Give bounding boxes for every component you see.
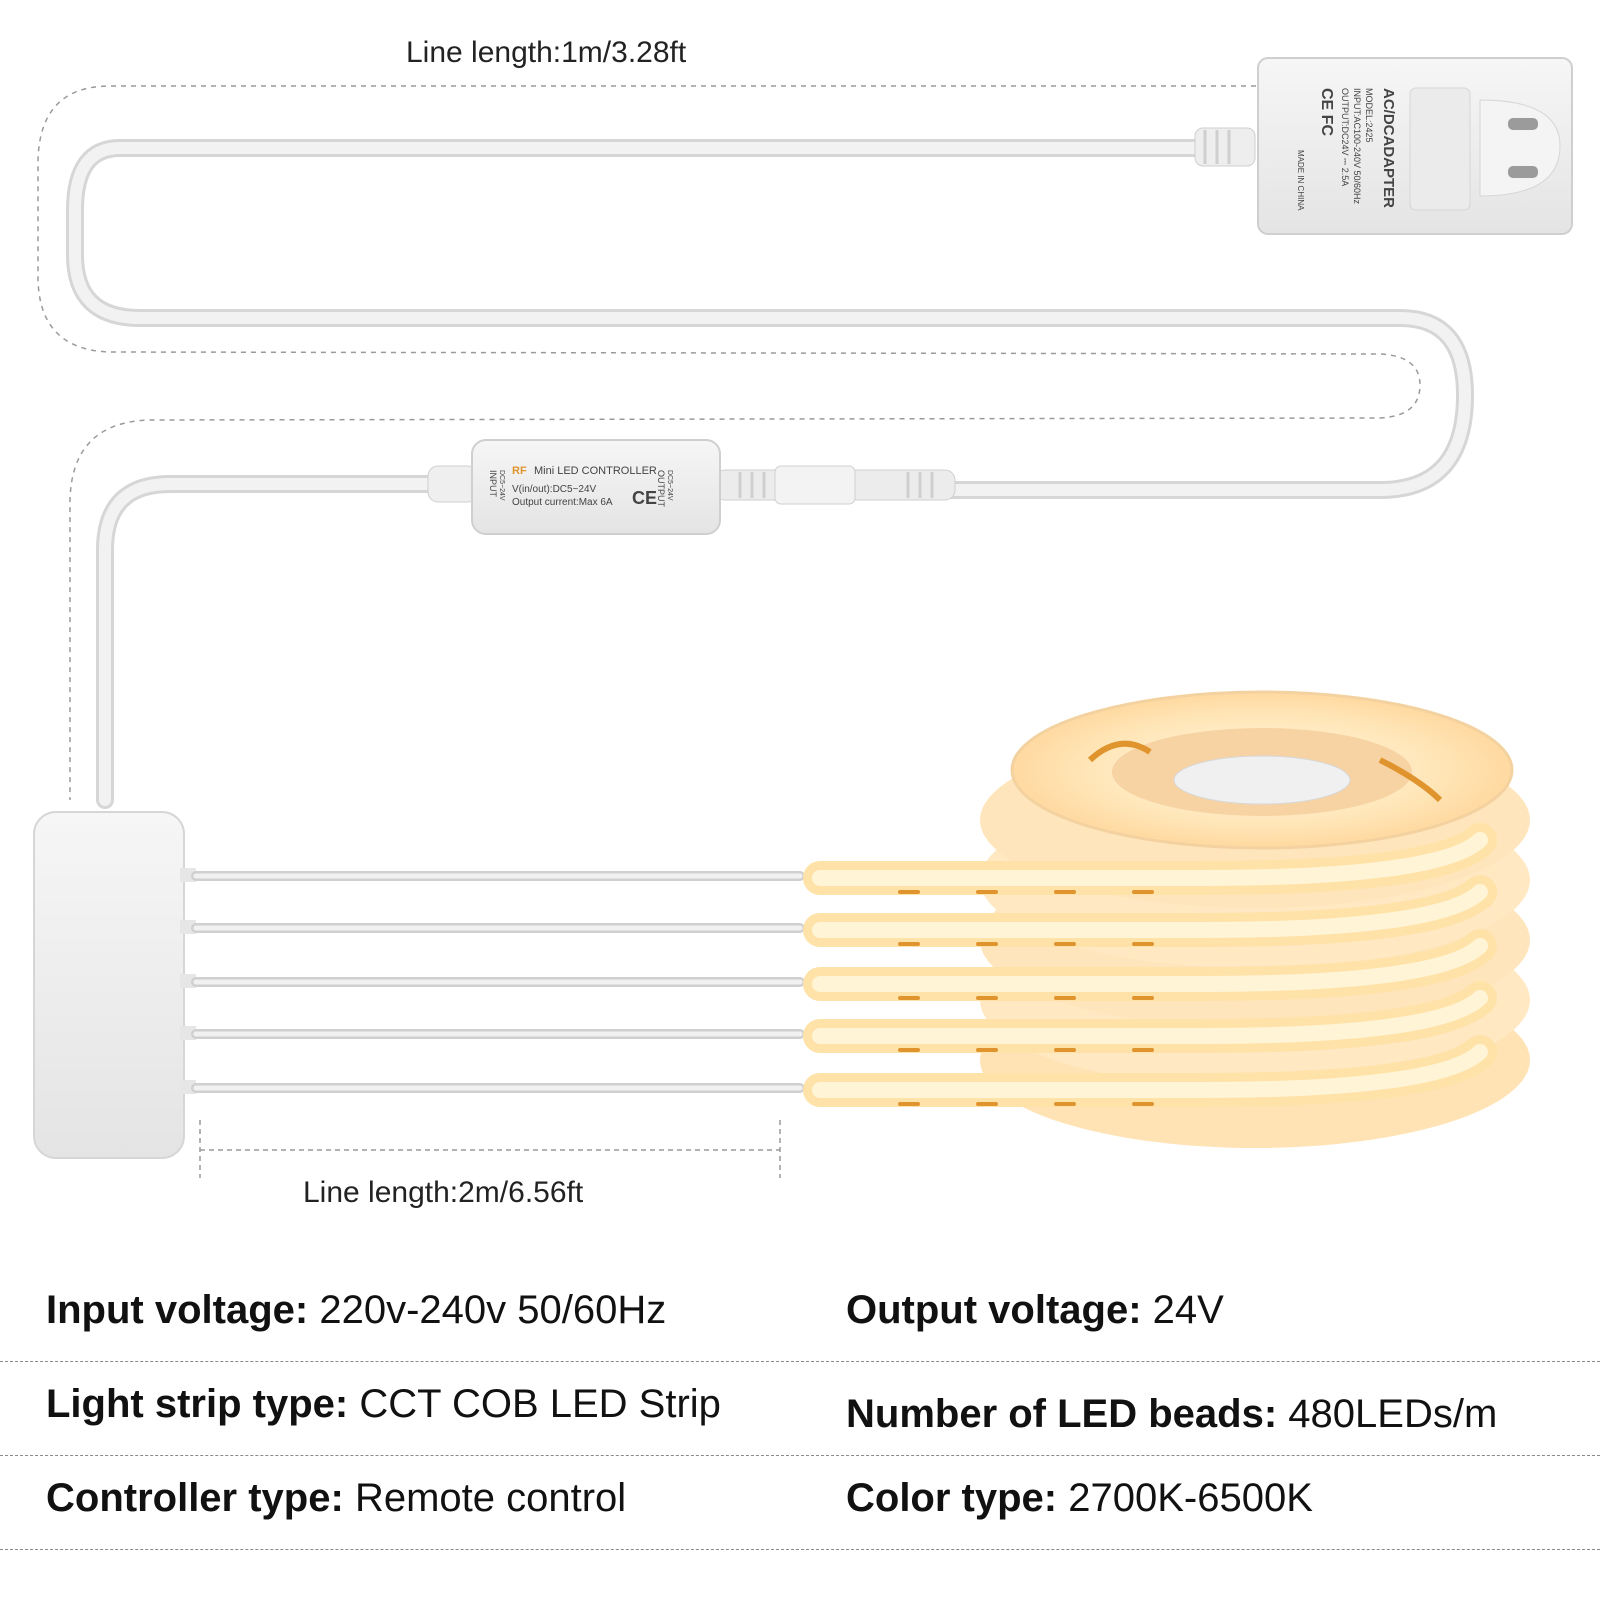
controller-brand: RF	[512, 465, 527, 477]
spec-row-1: Input voltage: 220v-240v 50/60Hz Output …	[0, 1268, 1600, 1362]
controller-current: Output current:Max 6A	[512, 497, 613, 508]
spec-row-2: Light strip type: CCT COB LED Strip Numb…	[0, 1362, 1600, 1456]
strip-cable-5	[191, 1035, 1497, 1107]
spec-label: Input voltage	[46, 1288, 295, 1332]
adapter-marks: CE FC	[1318, 88, 1335, 136]
spec-label: Controller type	[46, 1476, 331, 1520]
adapter-label: AC/DCADAPTER MODEL:2425 INPUT:AC100-240V…	[1296, 88, 1397, 211]
strip-cable-length-label: Line length:2m/6.56ft	[303, 1176, 584, 1209]
strip-cable-3	[191, 929, 1497, 1001]
product-diagram: AC/DCADAPTER MODEL:2425 INPUT:AC100-240V…	[33, 36, 1573, 1209]
dimension-bracket	[199, 1120, 781, 1178]
adapter-input: INPUT:AC100-240V 50/60Hz	[1352, 88, 1362, 205]
spec-output-voltage: Output voltage: 24V	[846, 1288, 1224, 1332]
adapter-output: OUTPUT:DC24V ⎓ 2.5A	[1340, 88, 1350, 186]
adapter-origin: MADE IN CHINA	[1296, 150, 1305, 211]
spec-value: CCT COB LED Strip	[359, 1382, 721, 1426]
spec-value: 480LEDs/m	[1288, 1392, 1498, 1436]
controller-label: RF Mini LED CONTROLLER V(in/out):DC5~24V…	[488, 465, 673, 508]
controller-mark: CE	[632, 488, 657, 508]
spec-value: 24V	[1152, 1288, 1224, 1332]
spec-label: Output voltage	[846, 1288, 1129, 1332]
spec-label: Color type	[846, 1476, 1044, 1520]
spec-row-3: Controller type: Remote control Color ty…	[0, 1456, 1600, 1550]
controller-input-label: INPUT	[488, 470, 498, 498]
adapter-model: MODEL:2425	[1364, 88, 1374, 143]
top-cable-length-label: Line length:1m/3.28ft	[406, 36, 687, 69]
product-illustration: AC/DCADAPTER MODEL:2425 INPUT:AC100-240V…	[33, 57, 1573, 1178]
dashed-guide-top	[37, 85, 1421, 800]
spec-input-voltage: Input voltage: 220v-240v 50/60Hz	[46, 1288, 667, 1332]
controller-output-range: DC5~24V	[666, 470, 673, 501]
spec-value: Remote control	[354, 1476, 627, 1520]
power-cable	[66, 139, 1475, 809]
splitter-box	[33, 811, 196, 1159]
ac-dc-adapter	[1194, 57, 1573, 235]
spec-light-strip-type: Light strip type: CCT COB LED Strip	[46, 1382, 721, 1426]
strip-cable-2	[191, 875, 1497, 947]
controller-input-range: DC5~24V	[498, 470, 505, 501]
spec-label: Number of LED beads	[846, 1392, 1264, 1436]
controller-output-label: OUTPUT	[656, 470, 666, 508]
controller-name: Mini LED CONTROLLER	[534, 465, 657, 477]
spec-table: Input voltage: 220v-240v 50/60Hz Output …	[0, 1268, 1600, 1550]
adapter-title: AC/DCADAPTER	[1380, 88, 1397, 208]
spec-value: 2700K-6500K	[1068, 1476, 1313, 1520]
strip-cable-1	[191, 823, 1497, 895]
controller-voltage: V(in/out):DC5~24V	[512, 484, 597, 495]
spec-label: Light strip type	[46, 1382, 335, 1426]
spec-value: 220v-240v 50/60Hz	[319, 1288, 667, 1332]
strip-cables	[191, 823, 1497, 1107]
spec-led-beads: Number of LED beads: 480LEDs/m	[846, 1392, 1498, 1436]
strip-cable-4	[191, 981, 1497, 1053]
dc-connector	[714, 465, 956, 505]
spec-controller-type: Controller type: Remote control	[46, 1476, 627, 1520]
mini-led-controller	[427, 439, 721, 535]
spec-color-type: Color type: 2700K-6500K	[846, 1476, 1313, 1520]
